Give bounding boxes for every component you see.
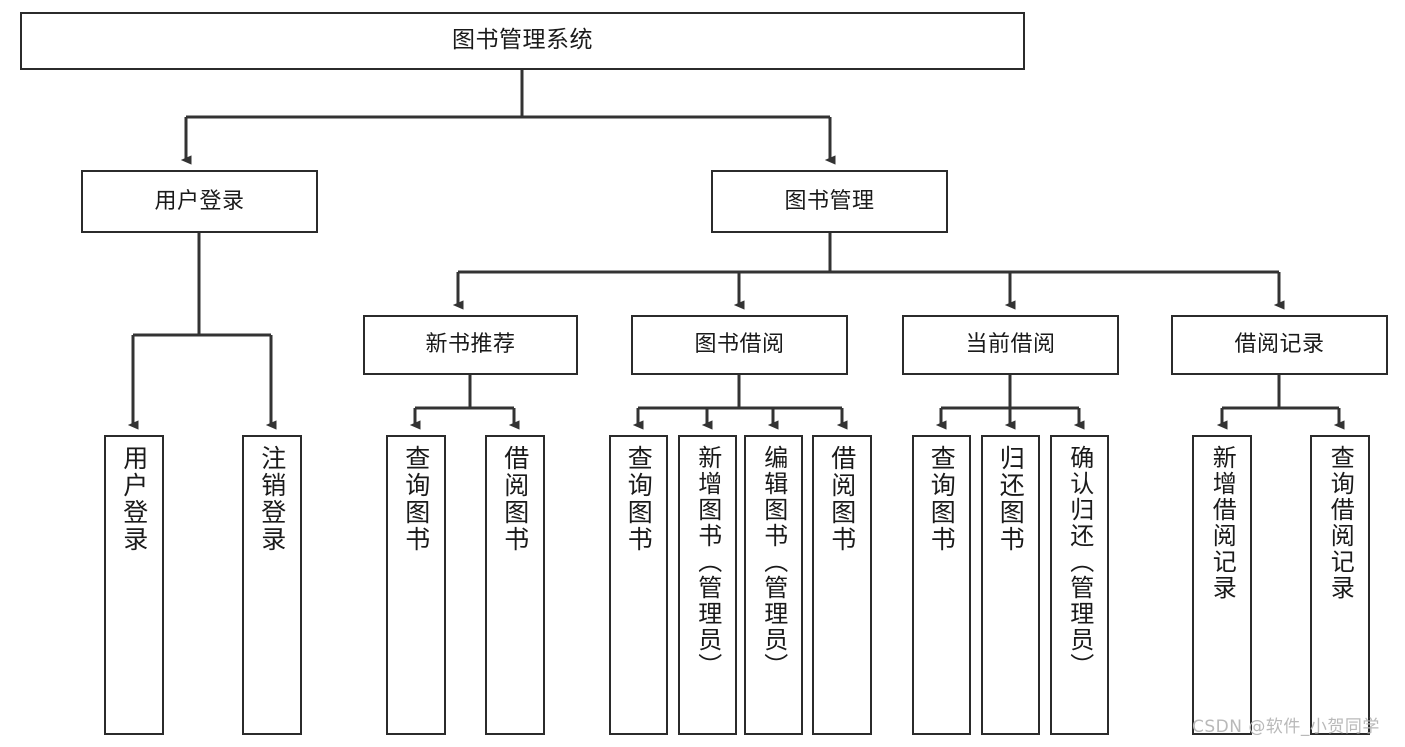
node-leaf-borrow-book-2[interactable]: 借阅图书: [812, 435, 872, 735]
node-label: 查询图书: [401, 445, 431, 553]
node-leaf-borrow-book-1[interactable]: 借阅图书: [485, 435, 545, 735]
node-label: 归还图书: [996, 445, 1026, 553]
node-current-borrow[interactable]: 当前借阅: [902, 315, 1119, 375]
node-label: 借阅记录: [1234, 332, 1325, 358]
node-leaf-add-record[interactable]: 新增借阅记录: [1192, 435, 1252, 735]
node-label: 图书管理: [784, 188, 875, 214]
node-label: 查询借阅记录: [1326, 445, 1355, 601]
node-leaf-confirm-return[interactable]: 确认归还（管理员）: [1050, 435, 1109, 735]
node-book-borrow[interactable]: 图书借阅: [631, 315, 848, 375]
node-label: 图书借阅: [694, 332, 785, 358]
node-leaf-query-book-3[interactable]: 查询图书: [912, 435, 971, 735]
node-label: 借阅图书: [500, 445, 530, 553]
node-leaf-query-book-2[interactable]: 查询图书: [609, 435, 668, 735]
node-label: 新增借阅记录: [1208, 445, 1237, 601]
node-book-manage[interactable]: 图书管理: [711, 170, 948, 233]
node-label: 新书推荐: [425, 332, 516, 358]
node-label: 注销登录: [257, 445, 287, 553]
node-label: 新增图书（管理员）: [693, 445, 722, 679]
node-label: 用户登录: [154, 188, 245, 214]
node-label: 查询图书: [624, 445, 654, 553]
node-root-system[interactable]: 图书管理系统: [20, 12, 1025, 70]
node-leaf-edit-book[interactable]: 编辑图书（管理员）: [744, 435, 803, 735]
node-leaf-query-book-1[interactable]: 查询图书: [386, 435, 446, 735]
node-label: 编辑图书（管理员）: [759, 445, 788, 679]
node-leaf-add-book[interactable]: 新增图书（管理员）: [678, 435, 737, 735]
node-leaf-return-book[interactable]: 归还图书: [981, 435, 1040, 735]
node-label: 查询图书: [927, 445, 957, 553]
node-label: 用户登录: [119, 445, 149, 553]
node-label: 借阅图书: [827, 445, 857, 553]
node-leaf-user-logout[interactable]: 注销登录: [242, 435, 302, 735]
watermark: CSDN @软件_小贺同学: [1192, 717, 1380, 737]
node-label: 图书管理系统: [452, 27, 593, 54]
node-label: 当前借阅: [965, 332, 1056, 358]
node-leaf-user-login[interactable]: 用户登录: [104, 435, 164, 735]
node-leaf-query-record[interactable]: 查询借阅记录: [1310, 435, 1370, 735]
node-user-login[interactable]: 用户登录: [81, 170, 318, 233]
node-new-book-rec[interactable]: 新书推荐: [363, 315, 578, 375]
node-borrow-record[interactable]: 借阅记录: [1171, 315, 1388, 375]
node-label: 确认归还（管理员）: [1065, 445, 1094, 679]
